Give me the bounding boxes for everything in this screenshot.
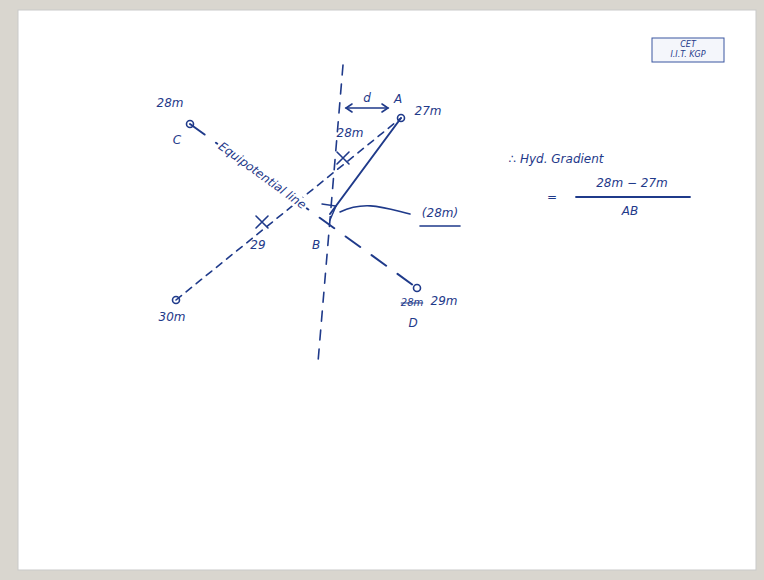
head-value: 30m <box>159 311 186 324</box>
leader-line <box>340 206 410 214</box>
head-value: (28m) <box>422 207 458 220</box>
point-name: B <box>312 239 320 252</box>
logo-box <box>652 38 724 62</box>
formula-text: 28m − 27m <box>596 177 668 190</box>
point-name: A <box>394 93 402 106</box>
fraction-bar <box>576 196 690 198</box>
point-name: D <box>408 317 417 330</box>
head-value: 28m <box>157 97 184 110</box>
logo-text: I.I.T. KGP <box>670 51 705 60</box>
head-value: 28m <box>337 127 364 140</box>
head-value: 29m <box>431 295 458 308</box>
flow-line <box>330 118 401 214</box>
well-point <box>173 297 180 304</box>
head-value: 29 <box>250 239 265 252</box>
head-value: 27m <box>415 105 442 118</box>
cross-mark <box>256 216 268 228</box>
cross-mark <box>337 152 349 164</box>
well-point <box>398 115 405 122</box>
dimension-label: d <box>363 92 371 105</box>
struck-value: 28m <box>401 297 423 308</box>
formula-text: = <box>547 191 557 204</box>
logo-text: CET <box>680 41 696 50</box>
formula-text: ∴ Hyd. Gradient <box>508 153 603 166</box>
well-point <box>187 121 194 128</box>
equipotential-line <box>190 124 417 288</box>
well-point <box>414 285 421 292</box>
dimension-line <box>346 107 388 109</box>
right-angle-mark <box>322 204 336 220</box>
point-name: C <box>173 134 181 147</box>
underline <box>420 225 460 227</box>
formula-text: AB <box>622 205 638 218</box>
dashed-line <box>176 118 401 300</box>
paper <box>18 10 756 570</box>
